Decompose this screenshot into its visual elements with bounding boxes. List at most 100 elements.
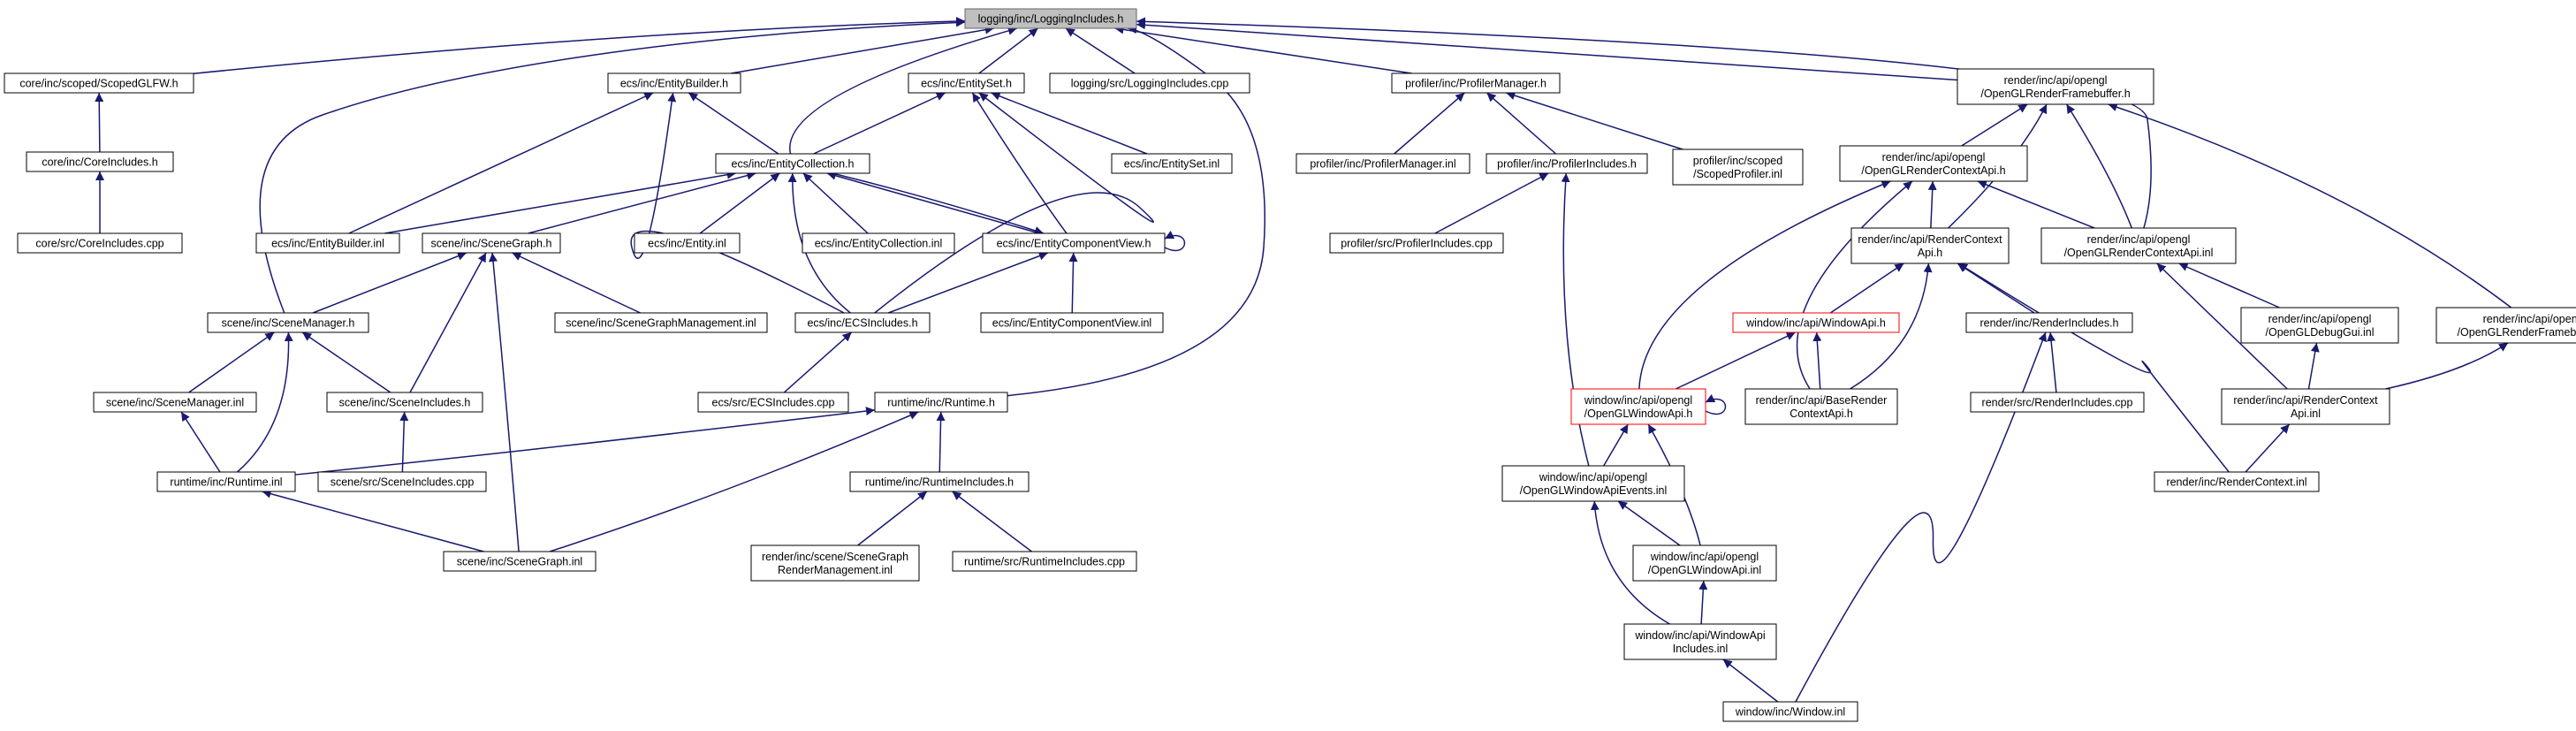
node-root[interactable]: logging/inc/LoggingIncludes.h: [964, 8, 1137, 29]
node-entityset_inl[interactable]: ecs/inc/EntitySet.inl: [1111, 153, 1233, 174]
node-loggingcpp[interactable]: logging/src/LoggingIncludes.cpp: [1049, 72, 1250, 94]
node-box[interactable]: [794, 312, 931, 333]
node-box[interactable]: [156, 471, 296, 492]
node-scopedglfw[interactable]: core/inc/scoped/ScopedGLFW.h: [4, 72, 194, 94]
node-box[interactable]: [802, 232, 955, 254]
node-box[interactable]: [1391, 72, 1561, 94]
node-glrenderctx_h[interactable]: render/inc/api/opengl/OpenGLRenderContex…: [1839, 145, 2028, 182]
node-entitycollection_h[interactable]: ecs/inc/EntityCollection.h: [715, 153, 870, 174]
node-box[interactable]: [1957, 68, 2154, 105]
node-box[interactable]: [554, 312, 768, 333]
node-ecscpp[interactable]: ecs/src/ECSIncludes.cpp: [697, 392, 849, 413]
node-box[interactable]: [2154, 471, 2320, 492]
node-box[interactable]: [1850, 227, 2010, 264]
node-renderctxapi_h[interactable]: render/inc/api/RenderContextApi.h: [1850, 227, 2010, 264]
node-scopedprofiler[interactable]: profiler/inc/scoped/ScopedProfiler.inl: [1672, 148, 1804, 186]
node-box[interactable]: [4, 72, 194, 94]
node-scenegraphmgmt_inl[interactable]: scene/inc/SceneGraphManagement.inl: [554, 312, 768, 333]
node-renderctxapi_inl[interactable]: render/inc/api/RenderContextApi.inl: [2221, 388, 2390, 425]
node-box[interactable]: [1970, 392, 2145, 413]
node-glrenderctx_inl[interactable]: render/inc/api/opengl/OpenGLRenderContex…: [2040, 227, 2237, 264]
node-entitybuilder_h[interactable]: ecs/inc/EntityBuilder.h: [607, 72, 741, 94]
node-ecsincludes_h[interactable]: ecs/inc/ECSIncludes.h: [794, 312, 931, 333]
node-box[interactable]: [26, 151, 174, 172]
node-glwindowapi_inl[interactable]: window/inc/api/opengl/OpenGLWindowApi.in…: [1632, 544, 1777, 582]
node-box[interactable]: [1501, 465, 1685, 502]
node-profilermanager_inl[interactable]: profiler/inc/ProfilerManager.inl: [1296, 153, 1470, 174]
node-box[interactable]: [207, 312, 369, 333]
node-box[interactable]: [1672, 148, 1804, 186]
node-gldebuggui_inl[interactable]: render/inc/api/opengl/OpenGLDebugGui.inl: [2240, 307, 2399, 344]
node-framebuffer_inl[interactable]: render/inc/api/opengl/OpenGLRenderFrameb…: [2435, 307, 2576, 344]
node-box[interactable]: [1732, 312, 1900, 333]
node-box[interactable]: [255, 232, 400, 254]
node-scenegraph_h[interactable]: scene/inc/SceneGraph.h: [422, 232, 561, 254]
node-box[interactable]: [17, 232, 183, 254]
node-box[interactable]: [952, 551, 1137, 572]
node-renderincludes_cpp[interactable]: render/src/RenderIncludes.cpp: [1970, 392, 2145, 413]
node-entity_inl[interactable]: ecs/inc/Entity.inl: [634, 232, 741, 254]
node-box[interactable]: [2240, 307, 2399, 344]
node-entitycollection_inl[interactable]: ecs/inc/EntityCollection.inl: [802, 232, 955, 254]
node-box[interactable]: [2435, 307, 2576, 344]
node-box[interactable]: [93, 392, 257, 413]
node-box[interactable]: [1722, 701, 1858, 722]
node-runtimeincludes_h[interactable]: runtime/inc/RuntimeIncludes.h: [849, 471, 1030, 492]
node-profilerincludes_h[interactable]: profiler/inc/ProfilerIncludes.h: [1486, 153, 1648, 174]
node-sceneincludes_h[interactable]: scene/inc/SceneIncludes.h: [326, 392, 483, 413]
node-entityset_h[interactable]: ecs/inc/EntitySet.h: [908, 72, 1025, 94]
node-renderincludes_h[interactable]: render/inc/RenderIncludes.h: [1965, 312, 2133, 333]
node-windowapi_h[interactable]: window/inc/api/WindowApi.h: [1732, 312, 1900, 333]
node-entitycomponentview_h[interactable]: ecs/inc/EntityComponentView.h: [982, 232, 1166, 254]
node-box[interactable]: [1329, 232, 1504, 254]
node-box[interactable]: [982, 232, 1166, 254]
node-box[interactable]: [1486, 153, 1648, 174]
node-box[interactable]: [326, 392, 483, 413]
node-box[interactable]: [1744, 388, 1898, 425]
node-box[interactable]: [1570, 388, 1706, 425]
node-box[interactable]: [908, 72, 1025, 94]
node-scenemanager_inl[interactable]: scene/inc/SceneManager.inl: [93, 392, 257, 413]
node-profilermanager_h[interactable]: profiler/inc/ProfilerManager.h: [1391, 72, 1561, 94]
node-box[interactable]: [1296, 153, 1470, 174]
node-box[interactable]: [874, 392, 1008, 413]
node-scenemanager_h[interactable]: scene/inc/SceneManager.h: [207, 312, 369, 333]
node-box[interactable]: [849, 471, 1030, 492]
node-coreincludes[interactable]: core/inc/CoreIncludes.h: [26, 151, 174, 172]
node-box[interactable]: [634, 232, 741, 254]
node-box[interactable]: [317, 471, 487, 492]
node-scenegraph_inl[interactable]: scene/inc/SceneGraph.inl: [443, 551, 597, 572]
node-entitybuilder_inl[interactable]: ecs/inc/EntityBuilder.inl: [255, 232, 400, 254]
node-box[interactable]: [1965, 312, 2133, 333]
node-glwindowapievents_inl[interactable]: window/inc/api/opengl/OpenGLWindowApiEve…: [1501, 465, 1685, 502]
node-box[interactable]: [1049, 72, 1250, 94]
node-runtimeincludes_cpp[interactable]: runtime/src/RuntimeIncludes.cpp: [952, 551, 1137, 572]
node-box[interactable]: [2040, 227, 2237, 264]
node-scenegraphrender_inl[interactable]: render/inc/scene/SceneGraphRenderManagem…: [750, 544, 920, 582]
node-box[interactable]: [443, 551, 597, 572]
node-corecpp[interactable]: core/src/CoreIncludes.cpp: [17, 232, 183, 254]
node-entitycomponentview_inl[interactable]: ecs/inc/EntityComponentView.inl: [980, 312, 1164, 333]
node-box[interactable]: [1632, 544, 1777, 582]
node-box[interactable]: [607, 72, 741, 94]
node-runtime_inl[interactable]: runtime/inc/Runtime.inl: [156, 471, 296, 492]
node-box[interactable]: [422, 232, 561, 254]
node-runtime_h[interactable]: runtime/inc/Runtime.h: [874, 392, 1008, 413]
node-profilerincludes_cpp[interactable]: profiler/src/ProfilerIncludes.cpp: [1329, 232, 1504, 254]
node-box[interactable]: [697, 392, 849, 413]
node-framebuffer_h[interactable]: render/inc/api/opengl/OpenGLRenderFrameb…: [1957, 68, 2154, 105]
node-box[interactable]: [980, 312, 1164, 333]
node-sceneincludes_cpp[interactable]: scene/src/SceneIncludes.cpp: [317, 471, 487, 492]
node-box[interactable]: [750, 544, 920, 582]
node-box[interactable]: [715, 153, 870, 174]
node-box[interactable]: [2221, 388, 2390, 425]
node-box[interactable]: [964, 8, 1137, 29]
node-glwindowapi_h[interactable]: window/inc/api/opengl/OpenGLWindowApi.h: [1570, 388, 1706, 425]
node-window_inl[interactable]: window/inc/Window.inl: [1722, 701, 1858, 722]
node-box[interactable]: [1623, 623, 1777, 660]
node-box[interactable]: [1111, 153, 1233, 174]
node-box[interactable]: [1839, 145, 2028, 182]
node-renderctx_inl[interactable]: render/inc/RenderContext.inl: [2154, 471, 2320, 492]
